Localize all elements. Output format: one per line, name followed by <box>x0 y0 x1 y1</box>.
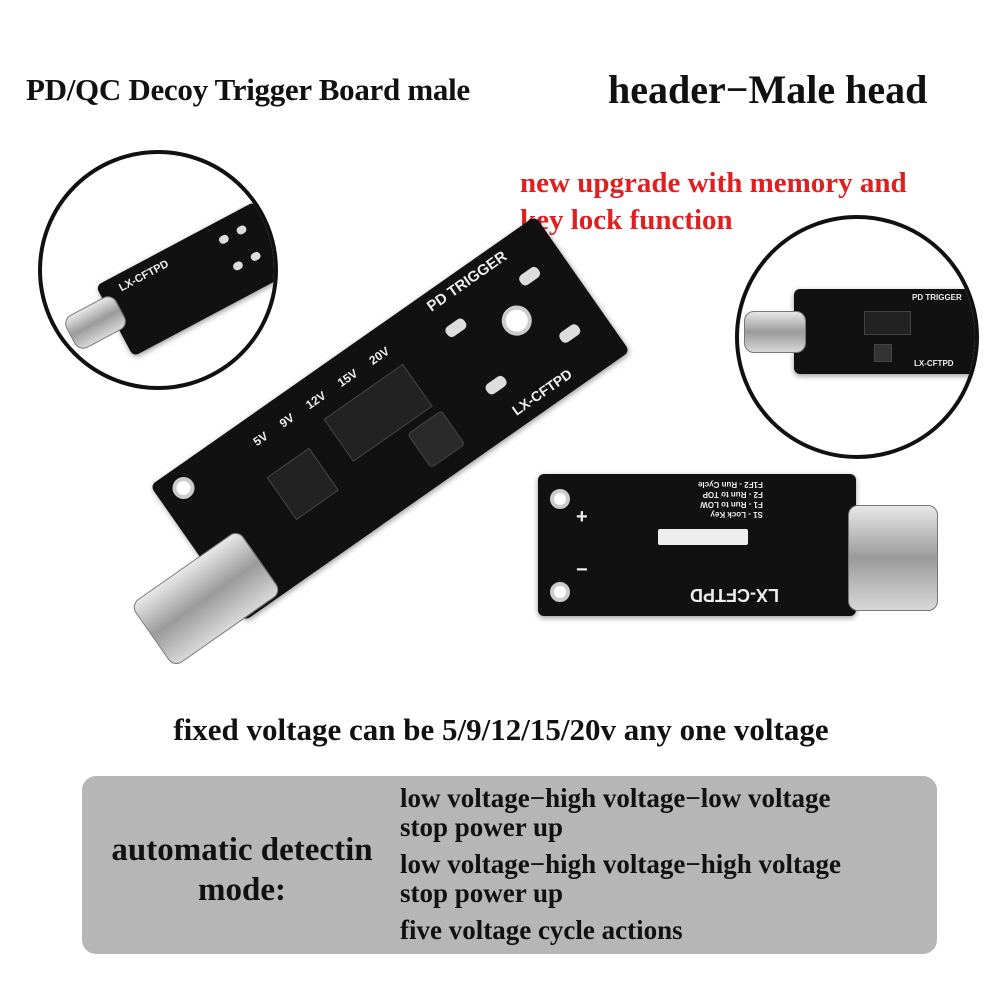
inset-front-view: PD TRIGGER LX-CFTPD <box>735 215 979 459</box>
voltage-label: 5V <box>250 428 271 449</box>
inset-usb-c-front <box>744 311 806 353</box>
minus-icon: − <box>576 559 588 581</box>
back-model-label: LX-CFTPD <box>690 585 779 605</box>
solder-pad <box>483 373 509 397</box>
upgrade-line-2: key lock function <box>520 204 733 236</box>
push-button <box>407 409 466 469</box>
back-key-label: S1 - Lock Key <box>710 510 763 519</box>
mode-line: stop power up <box>400 878 564 908</box>
mode-box <box>82 776 937 954</box>
mode-label-line-2: mode: <box>198 872 286 908</box>
inset-brand-label: PD TRIGGER <box>912 293 962 302</box>
inset-push-button <box>874 344 892 362</box>
mounting-hole <box>495 299 538 342</box>
mode-list: low voltage−high voltage−low voltage sto… <box>400 782 841 947</box>
inset-board: LX-CFTPD <box>95 201 274 357</box>
voltage-label: 15V <box>334 366 361 390</box>
upgrade-note: new upgrade with memory and key lock fun… <box>520 165 907 239</box>
back-key-label: F1 - Run to LOW <box>700 500 763 509</box>
solder-pad <box>249 250 262 263</box>
back-key-label: F2 - Run to TOP <box>702 490 763 499</box>
mode-label-line-1: automatic detectin <box>111 832 373 868</box>
brand-label: PD TRIGGER <box>423 247 511 316</box>
solder-pad <box>231 259 245 272</box>
mode-line: low voltage−high voltage−high voltage <box>400 849 842 879</box>
title-right: header−Male head <box>608 67 928 112</box>
solder-pad <box>557 322 583 345</box>
inset-board-front: PD TRIGGER LX-CFTPD <box>794 289 975 374</box>
back-key-label: F1F2 - Run Cycle <box>698 480 763 489</box>
plus-icon: + <box>576 506 588 528</box>
solder-pad <box>517 264 543 288</box>
inset-model-label: LX-CFTPD <box>117 258 171 295</box>
mode-line: five voltage cycle actions <box>400 915 683 945</box>
inset-model-label-front: LX-CFTPD <box>914 359 954 368</box>
back-usb-c <box>848 505 938 611</box>
title-left: PD/QC Decoy Trigger Board male <box>26 72 470 107</box>
inset-back-view: LX-CFTPD <box>38 150 278 390</box>
mounting-hole <box>550 582 570 602</box>
mode-label: automatic detectin mode: <box>92 830 392 910</box>
inset-ic-chip <box>864 311 911 335</box>
dip-switch <box>658 529 748 545</box>
upgrade-line-1: new upgrade with memory and <box>520 167 907 199</box>
mounting-hole <box>550 489 570 509</box>
fixed-voltage-note: fixed voltage can be 5/9/12/15/20v any o… <box>173 712 829 747</box>
solder-pad <box>235 224 248 236</box>
mode-line: low voltage−high voltage−low voltage <box>400 783 831 813</box>
voltage-label: 12V <box>303 388 329 413</box>
mode-line: stop power up <box>400 812 564 842</box>
voltage-label: 20V <box>366 343 393 368</box>
solder-pad <box>217 233 231 246</box>
model-label: LX-CFTPD <box>508 365 575 419</box>
pd-chip <box>266 447 339 521</box>
voltage-label: 9V <box>276 410 297 431</box>
mounting-hole <box>168 472 199 504</box>
solder-pad <box>443 316 469 340</box>
